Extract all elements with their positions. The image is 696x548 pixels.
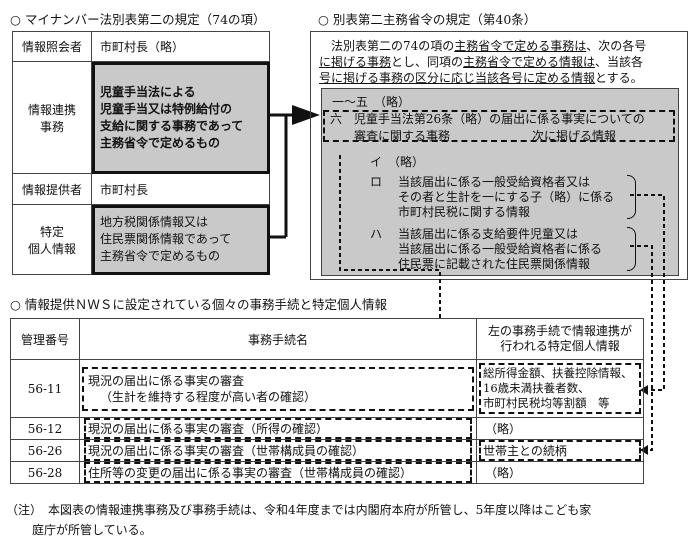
row-procedure: 住所等の変更の届出に係る事実の審査（世帯構成員の確認） <box>79 461 477 484</box>
item-6-line2b: 次に掲げる情報 <box>532 129 617 143</box>
header-row: 管理番号 事務手続名 左の事務手続で情報連携が 行われる特定個人情報 <box>10 318 644 360</box>
header-personal-info: 左の事務手続で情報連携が 行われる特定個人情報 <box>476 318 644 360</box>
p1-a: 法別表第二の74の項の <box>331 39 455 53</box>
row-no: 56-26 <box>10 439 80 462</box>
para-line2: に掲げる事務とし、同項の主務省令で定める情報は、当該各 <box>319 54 681 70</box>
table-row: 56-28 住所等の変更の届出に係る事実の審査（世帯構成員の確認） （略） <box>10 461 644 484</box>
para-line1: 法別表第二の74の項の主務省令で定める事務は、次の各号 <box>319 38 681 54</box>
procedure-name: 住所等の変更の届出に係る事実の審査（世帯構成員の確認） <box>84 462 472 483</box>
row-no: 56-28 <box>10 461 80 484</box>
bottom-section-title: ○ 情報提供ＮＷＳに設定されている個々の事務手続と特定個人情報 <box>10 297 388 312</box>
right-section-title: ○ 別表第二主務省令の規定（第40条） <box>318 12 537 27</box>
connector-arrows <box>270 105 320 239</box>
sub-ro-l1: 当該届出に係る一般受給資格者又は <box>398 175 591 189</box>
item-6-line2: 審査に関する事務 <box>354 129 451 143</box>
sub-ro-no: ロ <box>370 175 383 189</box>
item-6-line1: 児童手当法第26条（略）の届出に係る事実についての <box>353 112 645 126</box>
val-link-work-l2: 児童手当又は特例給付の <box>100 101 233 116</box>
sub-ro: ロ 当該届出に係る一般受給資格者又は その者と生計を一にする子（略）に係る 市町村… <box>370 175 614 220</box>
p2-d: 、当該各 <box>595 55 644 69</box>
item-6: 六 児童手当法第26条（略）の届出に係る事実についての <box>330 112 645 127</box>
left-section-title: ○ マイナンバー法別表第二の規定（74の項） <box>10 12 266 27</box>
item-1-5: 一～五 （略） <box>332 95 411 109</box>
key-personal-info: 特定 個人情報 <box>12 204 92 275</box>
footnote-l1: （注） 本図表の情報連携事務及び事務手続は、令和4年度までは内閣府本府が所管し、… <box>6 503 592 517</box>
row-procedure: 現況の届出に係る事実の審査（所得の確認） <box>79 417 477 440</box>
para-line3: 号に掲げる事務の区分に応じ当該各号に定める情報とする。 <box>319 70 681 86</box>
footnote: （注） 本図表の情報連携事務及び事務手続は、令和4年度までは内閣府本府が所管し、… <box>6 500 591 540</box>
p3-b: とする。 <box>595 71 643 85</box>
item-6-highlight <box>323 110 675 142</box>
val-provider: 市町村長 <box>91 173 270 205</box>
row-no: 56-12 <box>10 417 80 440</box>
row-procedure: 現況の届出に係る事実の審査 （生計を維持する程度が高い者の確認） <box>79 359 477 418</box>
p3-a: 号に掲げる事務の区分に応じ当該各号に定める情報 <box>319 71 596 85</box>
procedures-table: 管理番号 事務手続名 左の事務手続で情報連携が 行われる特定個人情報 56-11… <box>10 318 644 484</box>
table-row: 56-12 現況の届出に係る事実の審査（所得の確認） （略） <box>10 417 644 440</box>
sub-i: イ （略） <box>370 155 425 169</box>
val-personal-info-l1: 地方税関係情報又は <box>100 215 209 229</box>
val-link-work-l4: 主務省令で定めるもの <box>100 135 221 150</box>
procedure-l2: （生計を維持する程度が高い者の確認） <box>100 389 317 404</box>
val-personal-info-l3: 主務省令で定めるもの <box>100 249 221 263</box>
header-procedure: 事務手続名 <box>79 318 477 360</box>
row-no: 56-11 <box>10 359 80 418</box>
val-link-work: 児童手当法による 児童手当又は特例給付の 支給に関する事務であって 主務省令で定… <box>91 61 270 174</box>
footnote-l2: 庭庁が所管している。 <box>32 523 152 537</box>
items-region: 一～五 （略） 六 児童手当法第26条（略）の届出に係る事実についての 審査に関… <box>321 88 679 276</box>
key-link-work-l2: 事務 <box>39 119 64 134</box>
val-personal-info: 地方税関係情報又は 住民票関係情報であって 主務省令で定めるもの <box>91 204 270 275</box>
p1-b: 主務省令で定める事務は <box>454 39 587 53</box>
sub-ha-l3: 住民票に記載された住民票関係情報 <box>398 257 591 271</box>
val-link-work-l3: 支給に関する事務であって <box>100 118 244 133</box>
table-row: 56-11 現況の届出に係る事実の審査 （生計を維持する程度が高い者の確認） 総… <box>10 359 644 418</box>
ordinance-paragraph: 法別表第二の74の項の主務省令で定める事務は、次の各号 に掲げる事務とし、同項の… <box>319 38 681 86</box>
header-info-l1: 左の事務手続で情報連携が <box>487 324 632 338</box>
info-l3: 市町村民税均等割額 等 <box>483 396 610 410</box>
row-link-work: 情報連携 事務 児童手当法による 児童手当又は特例給付の 支給に関する事務であっ… <box>12 61 270 174</box>
key-personal-info-l1: 特定 <box>39 224 64 239</box>
row-personal-info: 特定 個人情報 地方税関係情報又は 住民票関係情報であって 主務省令で定めるもの <box>12 204 270 275</box>
val-personal-info-l2: 住民票関係情報であって <box>100 232 232 246</box>
procedure-l1: 現況の届出に係る事実の審査 <box>88 373 245 388</box>
sub-ro-l3: 市町村民税に関する情報 <box>398 205 531 219</box>
p2-c: 主務省令で定める情報は <box>463 55 596 69</box>
ordinance-box: 法別表第二の74の項の主務省令で定める事務は、次の各号 に掲げる事務とし、同項の… <box>310 31 688 280</box>
header-mgmt-no: 管理番号 <box>10 318 80 360</box>
sub-ha-l2: 当該届出に係る一般受給資格者に係る <box>398 242 603 256</box>
p2-b: とし、同項の <box>391 55 464 69</box>
key-personal-info-l2: 個人情報 <box>27 241 76 256</box>
info-l1: 総所得金額、扶養控除情報、 <box>483 366 633 380</box>
info-highlight: 総所得金額、扶養控除情報、 16歳未満扶養者数、 市町村民税均等割額 等 <box>479 363 641 414</box>
procedure-name: 現況の届出に係る事実の審査（世帯構成員の確認） <box>84 440 472 461</box>
header-info-l2: 行われる特定個人情報 <box>500 339 620 353</box>
row-info: （略） <box>476 461 644 484</box>
sub-ha: ハ 当該届出に係る支給要件児童又は 当該届出に係る一般受給資格者に係る 住民票に記… <box>370 227 602 272</box>
key-inquirer: 情報照会者 <box>12 31 92 62</box>
procedure-highlight: 現況の届出に係る事実の審査 （生計を維持する程度が高い者の確認） <box>82 366 474 411</box>
p1-c: 、次の各号 <box>586 39 647 53</box>
row-info: 総所得金額、扶養控除情報、 16歳未満扶養者数、 市町村民税均等割額 等 <box>476 359 644 418</box>
p2-a: に掲げる事務 <box>319 55 392 69</box>
row-info: 世帯主との続柄 <box>476 439 644 462</box>
val-link-work-l1: 児童手当法による <box>100 84 196 99</box>
procedure-name: 現況の届出に係る事実の審査（所得の確認） <box>84 418 472 439</box>
sub-ha-no: ハ <box>370 227 383 241</box>
info-name: 世帯主との続柄 <box>479 440 641 461</box>
info-l2: 16歳未満扶養者数、 <box>483 381 590 395</box>
sub-ha-l1: 当該届出に係る支給要件児童又は <box>398 227 579 241</box>
law-table: 情報照会者 市町村長（略） 情報連携 事務 児童手当法による 児童手当又は特例給… <box>12 31 270 275</box>
table-row: 56-26 現況の届出に係る事実の審査（世帯構成員の確認） 世帯主との続柄 <box>10 439 644 462</box>
key-link-work-l1: 情報連携 <box>27 102 76 117</box>
row-procedure: 現況の届出に係る事実の審査（世帯構成員の確認） <box>79 439 477 462</box>
row-info: （略） <box>476 417 644 440</box>
item-6-no: 六 <box>330 112 343 126</box>
sub-ro-l2: その者と生計を一にする子（略）に係る <box>398 190 615 204</box>
key-link-work: 情報連携 事務 <box>12 61 92 174</box>
